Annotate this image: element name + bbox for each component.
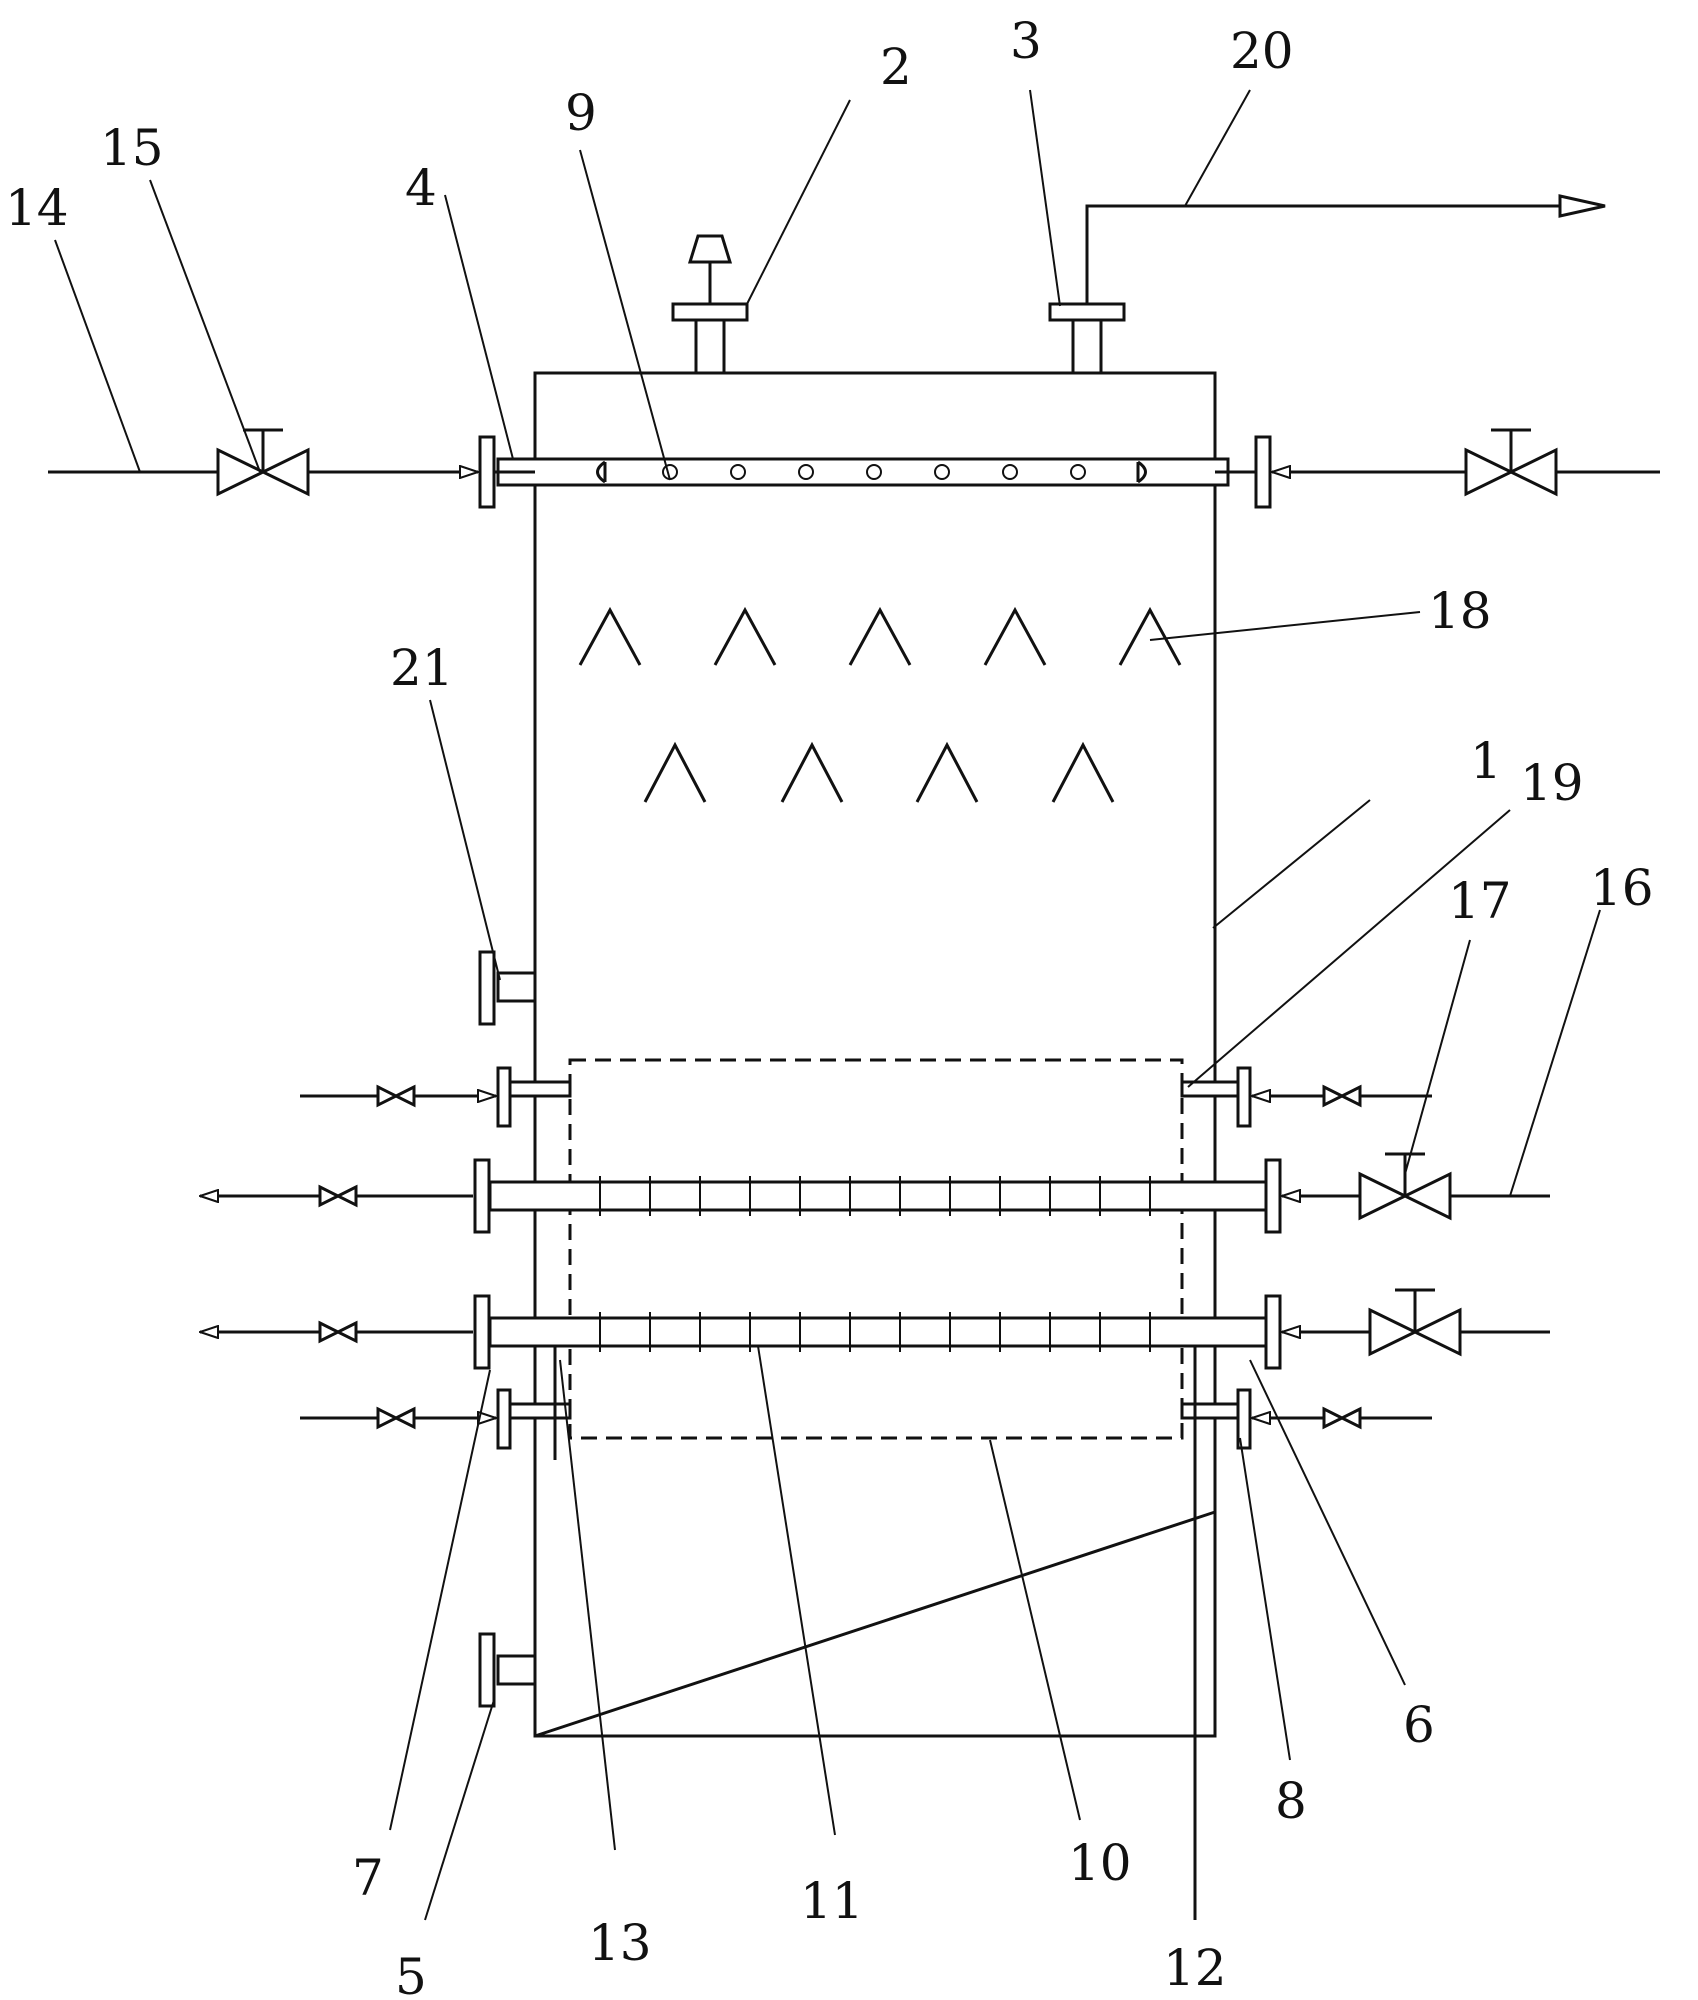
lower-membrane-tube: [200, 1288, 1550, 1370]
label-4: 4: [405, 159, 437, 217]
label-7: 7: [352, 1849, 384, 1907]
label-13: 13: [588, 1914, 652, 1972]
label-3: 3: [1010, 12, 1042, 70]
label-17: 17: [1448, 872, 1512, 930]
sloped-bottom: [534, 1510, 1216, 1738]
top-nozzle-outlet: [1048, 194, 1606, 375]
left-feed-line: [48, 428, 478, 497]
top-spray-pipe: [478, 435, 1272, 509]
label-18: 18: [1428, 582, 1492, 640]
label-5: 5: [395, 1948, 427, 2000]
label-9: 9: [565, 84, 597, 142]
right-feed-line: [1272, 428, 1660, 497]
label-6: 6: [1403, 1696, 1435, 1754]
label-11: 11: [800, 1872, 864, 1930]
top-nozzle-vent: [671, 234, 749, 375]
leader-lines: [54, 89, 1601, 1921]
upper-membrane-tube: [200, 1152, 1550, 1234]
label-15: 15: [100, 119, 164, 177]
side-nozzle-21: [478, 950, 537, 1026]
reference-labels: 1 2 3 4 5 6 7 8 9 10 11 12 13 14 15 16 1…: [5, 12, 1654, 2000]
label-21: 21: [390, 639, 454, 697]
upper-small-feeds: [300, 1066, 1432, 1128]
label-16: 16: [1590, 859, 1654, 917]
label-14: 14: [5, 179, 69, 237]
outlet-arrow-icon: [1558, 194, 1606, 218]
label-10: 10: [1068, 1834, 1132, 1892]
label-2: 2: [880, 38, 912, 96]
label-8: 8: [1275, 1772, 1307, 1830]
baffles: [578, 606, 1182, 803]
label-12: 12: [1163, 1939, 1227, 1997]
label-1: 1: [1470, 732, 1502, 790]
label-19: 19: [1520, 754, 1584, 812]
bottom-drain-nozzle: [478, 1632, 537, 1708]
spray-holes: [662, 464, 1086, 480]
membrane-module: [568, 1058, 1184, 1440]
label-20: 20: [1230, 22, 1294, 80]
lower-small-feeds: [300, 1388, 1432, 1450]
vessel-body: [533, 371, 1217, 1738]
